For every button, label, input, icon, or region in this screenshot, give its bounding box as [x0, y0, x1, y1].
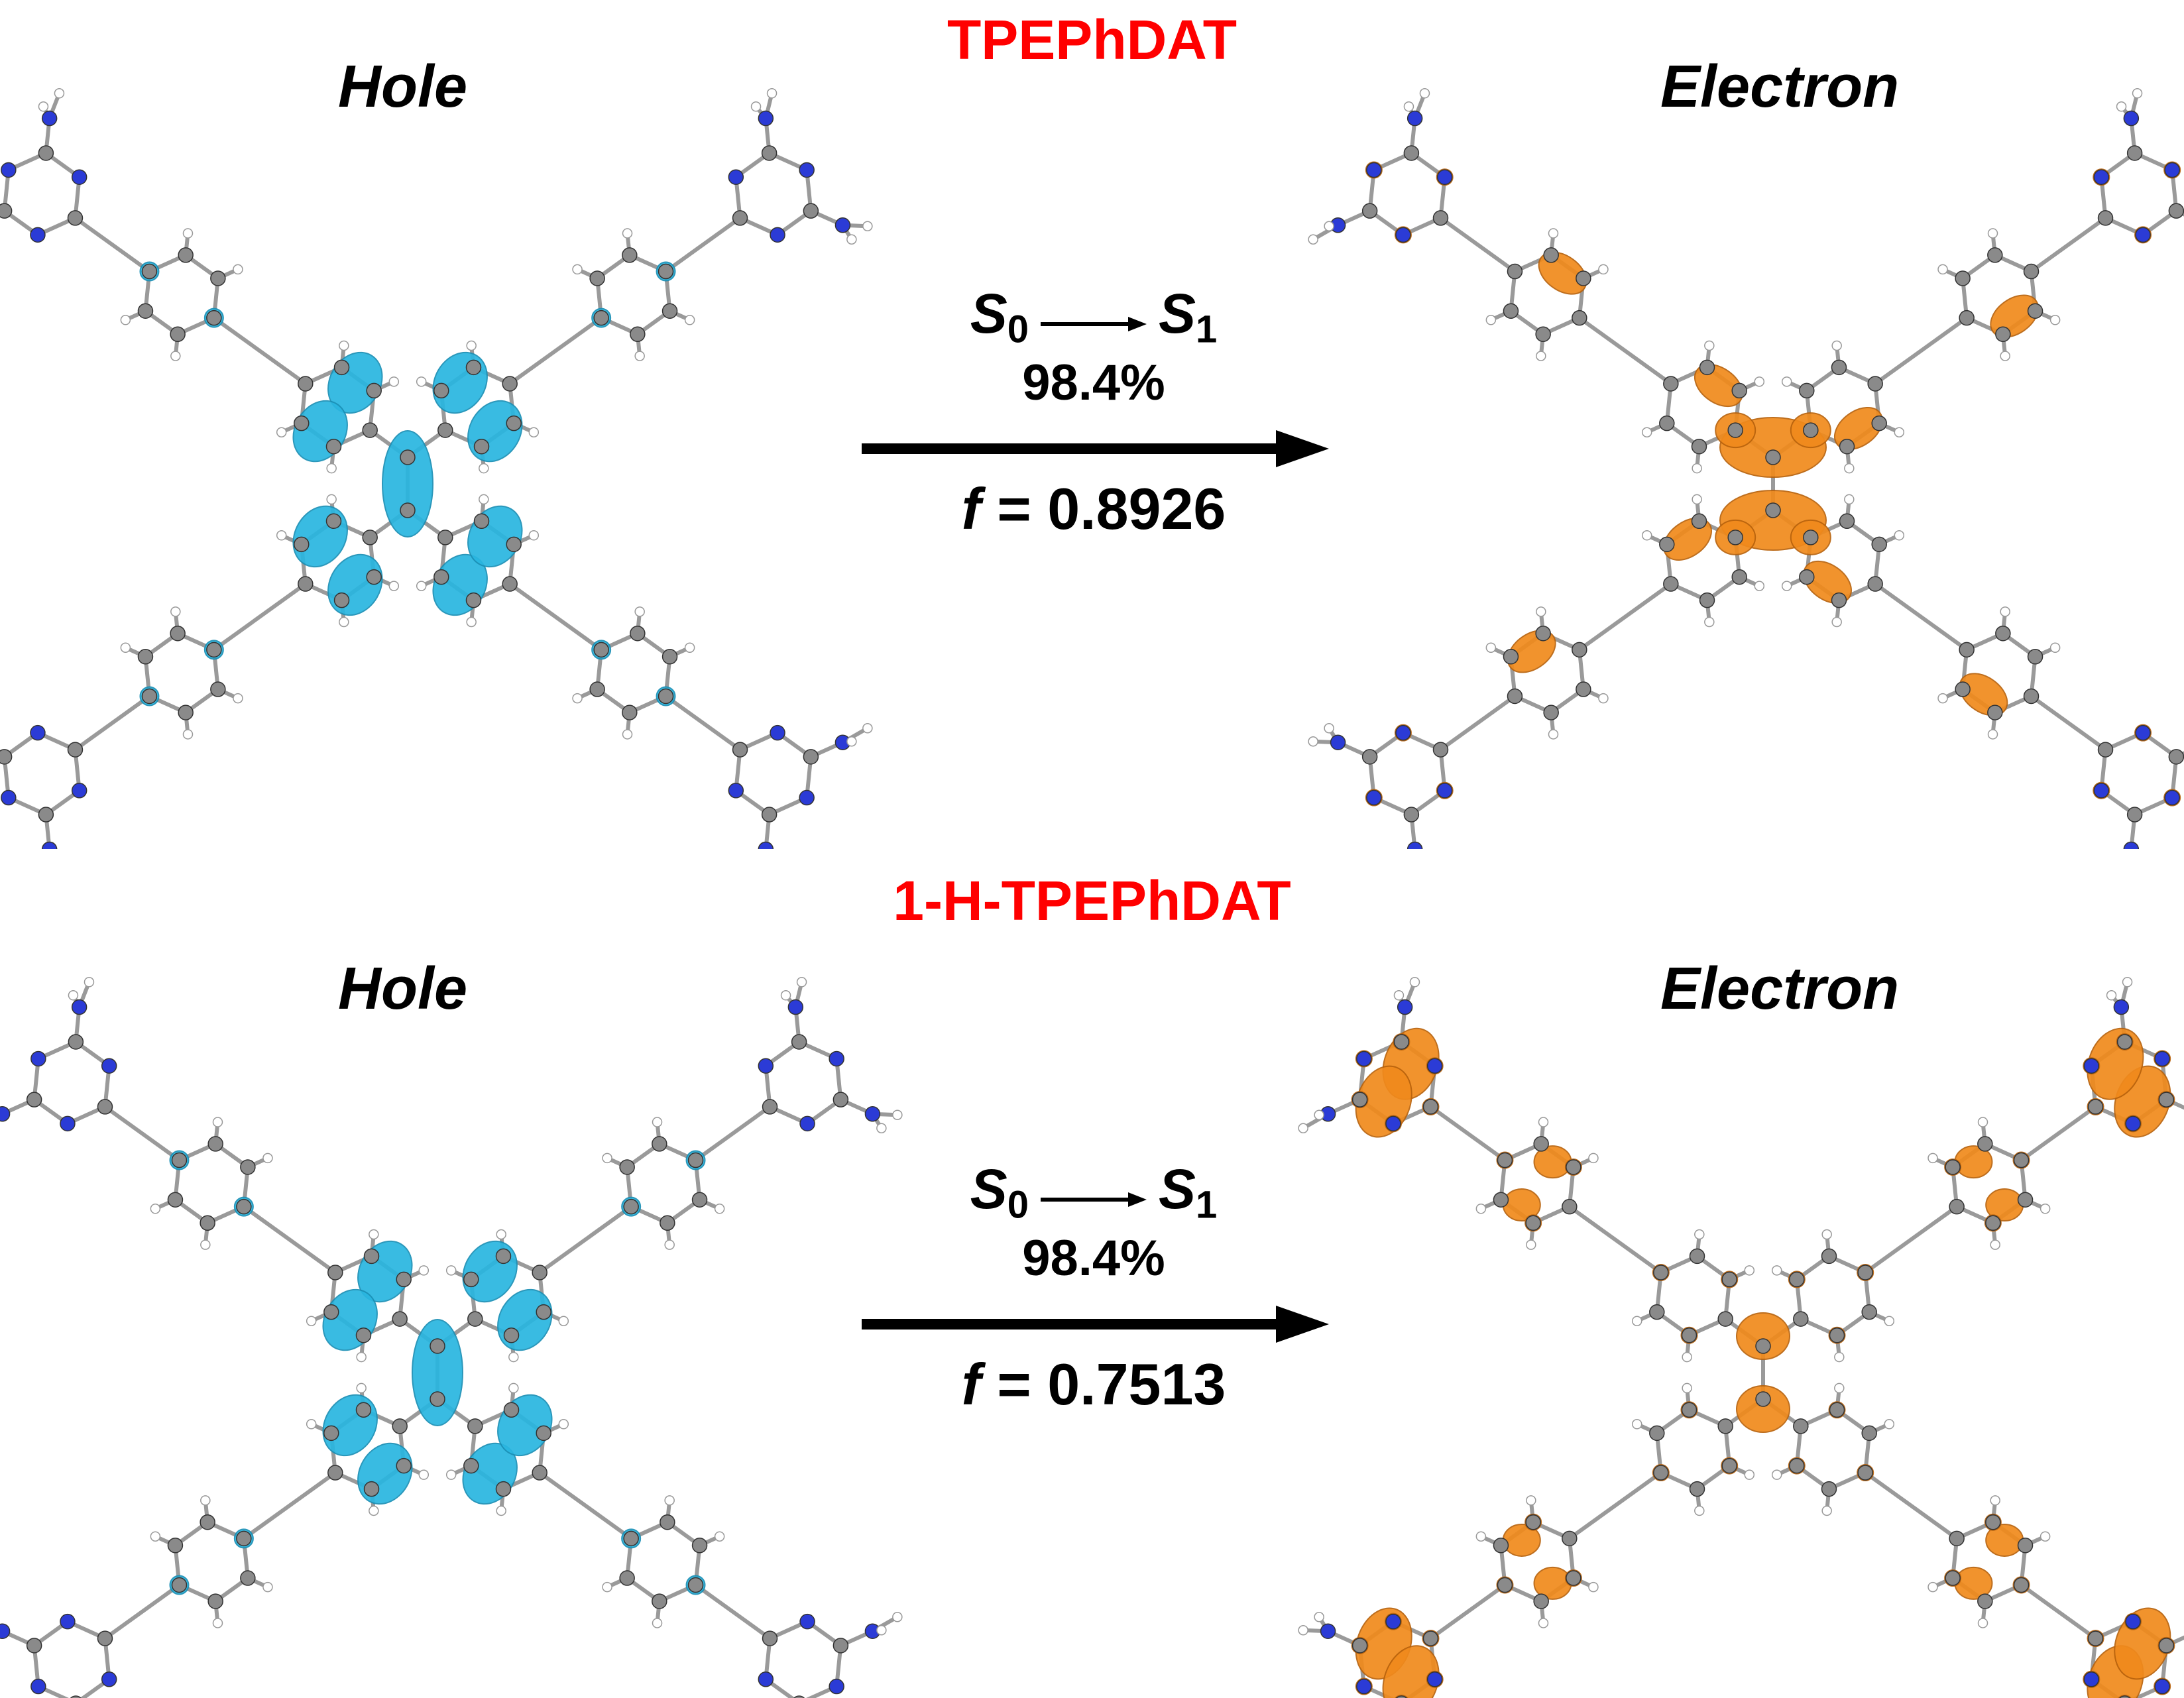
hole-molecule: [0, 88, 873, 849]
hole-label: Hole: [338, 54, 468, 120]
electron-molecule: [1298, 977, 2184, 1698]
electron-molecule: [1308, 88, 2184, 849]
hole-orbital-lobe: [412, 1319, 463, 1426]
oscillator-strength: f = 0.8926: [961, 476, 1226, 541]
molecule-structures: [0, 977, 2184, 1698]
transition-block: S0 S1 98.4% f = 0.7513: [855, 1154, 1332, 1418]
panel-tpephdat: TPEPhDAT Hole Electron S0 S1 98.4% f = 0…: [0, 9, 2184, 849]
transition-label: S0 S1: [970, 282, 1218, 351]
electron-orbital-lobe: [1736, 1312, 1790, 1360]
transition-weight: 98.4%: [1022, 355, 1165, 411]
excitation-arrow-icon: [862, 430, 1329, 467]
transition-arrow-icon: [1041, 317, 1147, 331]
electron-label: Electron: [1660, 54, 1900, 120]
transition-weight: 98.4%: [1022, 1230, 1165, 1286]
transition-block: S0 S1 98.4% f = 0.8926: [855, 278, 1332, 543]
hole-molecule: [0, 977, 903, 1698]
transition-label: S0 S1: [970, 1157, 1218, 1227]
hole-orbital-lobe: [382, 430, 433, 538]
electron-orbital-lobe: [1382, 1645, 1440, 1698]
electron-orbital-lobe: [1736, 1385, 1790, 1433]
compound-title: 1-H-TPEPhDAT: [893, 870, 1291, 932]
panel-1-h-tpephdat: 1-H-TPEPhDAT Hole Electron S0 S1 98.4% f…: [0, 849, 2184, 1698]
oscillator-strength: f = 0.7513: [961, 1351, 1226, 1417]
electron-label: Electron: [1660, 956, 1900, 1022]
excitation-arrow-icon: [862, 1306, 1329, 1343]
molecule-structures: [0, 88, 2184, 849]
compound-title: TPEPhDAT: [947, 9, 1237, 71]
hole-label: Hole: [338, 956, 468, 1022]
transition-arrow-icon: [1041, 1192, 1147, 1207]
